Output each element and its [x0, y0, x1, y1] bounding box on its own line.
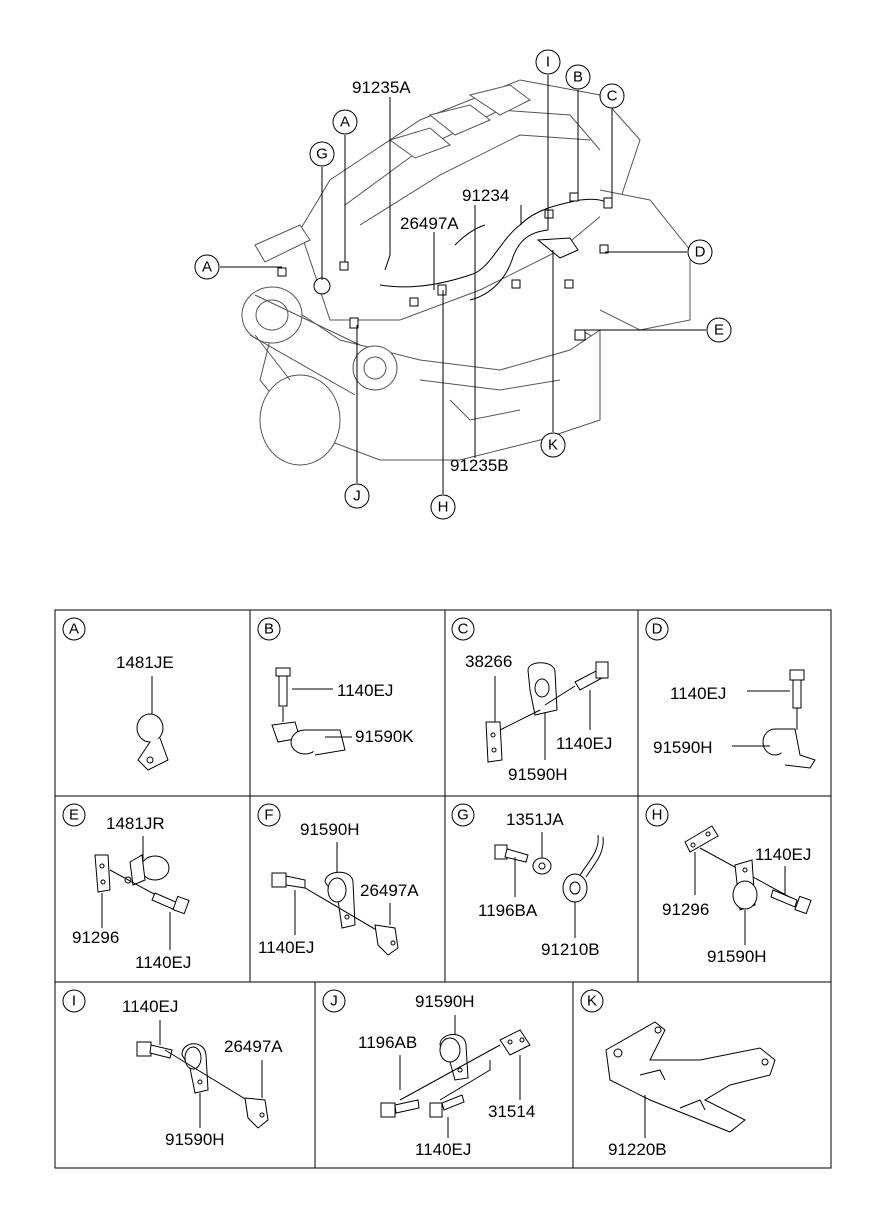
panel-D-content: 1140EJ 91590H	[653, 669, 816, 769]
svg-text:I: I	[546, 54, 550, 71]
part-label: 91590H	[707, 947, 767, 966]
panel-letter-J: J	[322, 989, 346, 1013]
svg-text:E: E	[714, 322, 724, 339]
panel-E-content: 1481JR 91296 1140EJ	[72, 814, 191, 972]
svg-text:K: K	[587, 993, 597, 1010]
panel-J-content: 91590H 1196AB 31514 1140EJ	[358, 992, 535, 1159]
panel-G	[444, 795, 639, 983]
part-label: 91590H	[300, 820, 360, 839]
main-leader-lines	[220, 75, 706, 494]
main-callouts: A A G I B C D E K J H	[194, 49, 732, 520]
main-part-labels: 91235A 26497A 91234 91235B	[352, 78, 509, 475]
panel-C-content: 38266 1140EJ 91590H	[465, 652, 612, 784]
part-label: 26497A	[360, 881, 419, 900]
part-label: 1481JE	[116, 653, 174, 672]
part-label: 38266	[465, 652, 512, 671]
svg-text:G: G	[316, 146, 328, 163]
svg-text:B: B	[264, 621, 274, 638]
panel-B-content: 1140EJ 91590K	[271, 667, 414, 756]
panel-letter-E: E	[62, 803, 86, 827]
svg-text:B: B	[573, 69, 583, 86]
label-91235A: 91235A	[352, 78, 411, 97]
svg-text:I: I	[72, 993, 76, 1010]
panel-I	[54, 981, 316, 1169]
panel-letter-K: K	[580, 989, 604, 1013]
panel-D	[637, 609, 832, 797]
part-label: 1140EJ	[337, 681, 393, 700]
svg-text:A: A	[202, 259, 212, 276]
svg-text:K: K	[548, 437, 558, 454]
callout-H: H	[430, 494, 456, 520]
part-label: 91296	[72, 928, 119, 947]
callout-K: K	[540, 432, 566, 458]
callout-E: E	[706, 317, 732, 343]
svg-text:C: C	[458, 621, 469, 638]
part-label: 1140EJ	[135, 953, 191, 972]
panel-K-content: 91220B	[605, 1021, 776, 1159]
part-label: 91220B	[608, 1140, 667, 1159]
label-91234: 91234	[462, 186, 509, 205]
svg-text:J: J	[353, 488, 361, 505]
callout-C: C	[599, 83, 625, 109]
svg-text:G: G	[457, 807, 469, 824]
panel-F-content: 91590H 26497A 1140EJ	[258, 820, 419, 957]
label-91235B: 91235B	[450, 456, 509, 475]
callout-G: G	[309, 141, 335, 167]
svg-text:H: H	[438, 499, 449, 516]
part-label: 26497A	[224, 1037, 283, 1056]
part-label: 1140EJ	[670, 684, 726, 703]
svg-text:H: H	[652, 807, 663, 824]
part-label: 1196AB	[358, 1033, 417, 1052]
panel-letter-F: F	[257, 803, 281, 827]
svg-text:C: C	[607, 88, 618, 105]
panel-letter-A: A	[62, 617, 86, 641]
panel-E	[54, 795, 251, 983]
svg-text:F: F	[264, 807, 273, 824]
svg-text:D: D	[652, 621, 663, 638]
label-26497A: 26497A	[400, 214, 459, 233]
part-label: 1140EJ	[258, 938, 314, 957]
panel-I-content: 1140EJ 26497A 91590H	[122, 997, 283, 1149]
part-label: 1140EJ	[415, 1140, 471, 1159]
part-label: 91590K	[355, 727, 414, 746]
callout-A-left: A	[194, 254, 220, 280]
callout-D: D	[687, 239, 713, 265]
svg-text:J: J	[330, 993, 338, 1010]
panel-letter-H: H	[645, 803, 669, 827]
part-label: 91210B	[541, 940, 600, 959]
part-label: 1481JR	[106, 814, 165, 833]
panel-letters: A B C D E F G H I J K	[62, 617, 669, 1013]
svg-text:A: A	[69, 621, 79, 638]
part-label: 1140EJ	[122, 997, 178, 1016]
panel-letter-D: D	[645, 617, 669, 641]
callout-A-top: A	[332, 109, 358, 135]
svg-text:E: E	[69, 807, 79, 824]
panel-letter-I: I	[62, 989, 86, 1013]
svg-text:A: A	[340, 114, 350, 131]
panel-letter-G: G	[451, 803, 475, 827]
callout-J: J	[344, 483, 370, 509]
part-label: 1196BA	[478, 901, 538, 920]
part-label: 1351JA	[506, 810, 564, 829]
part-label: 91590H	[653, 738, 713, 757]
part-label: 91590H	[508, 765, 568, 784]
part-label: 91590H	[415, 992, 475, 1011]
panel-letter-B: B	[257, 617, 281, 641]
part-label: 91590H	[165, 1130, 225, 1149]
panel-G-content: 1351JA 1196BA 91210B	[478, 810, 604, 959]
part-label: 1140EJ	[556, 734, 612, 753]
panel-letter-C: C	[451, 617, 475, 641]
panel-H-content: 1140EJ 91296 91590H	[662, 825, 812, 966]
panel-J	[314, 981, 574, 1169]
part-label: 1140EJ	[755, 845, 811, 864]
callout-B: B	[565, 64, 591, 90]
callout-I: I	[535, 49, 561, 75]
engine-illustration	[241, 79, 691, 466]
panel-A-content: 1481JE	[116, 653, 174, 771]
part-label: 91296	[662, 900, 709, 919]
part-label: 31514	[488, 1102, 535, 1121]
svg-text:D: D	[695, 244, 706, 261]
